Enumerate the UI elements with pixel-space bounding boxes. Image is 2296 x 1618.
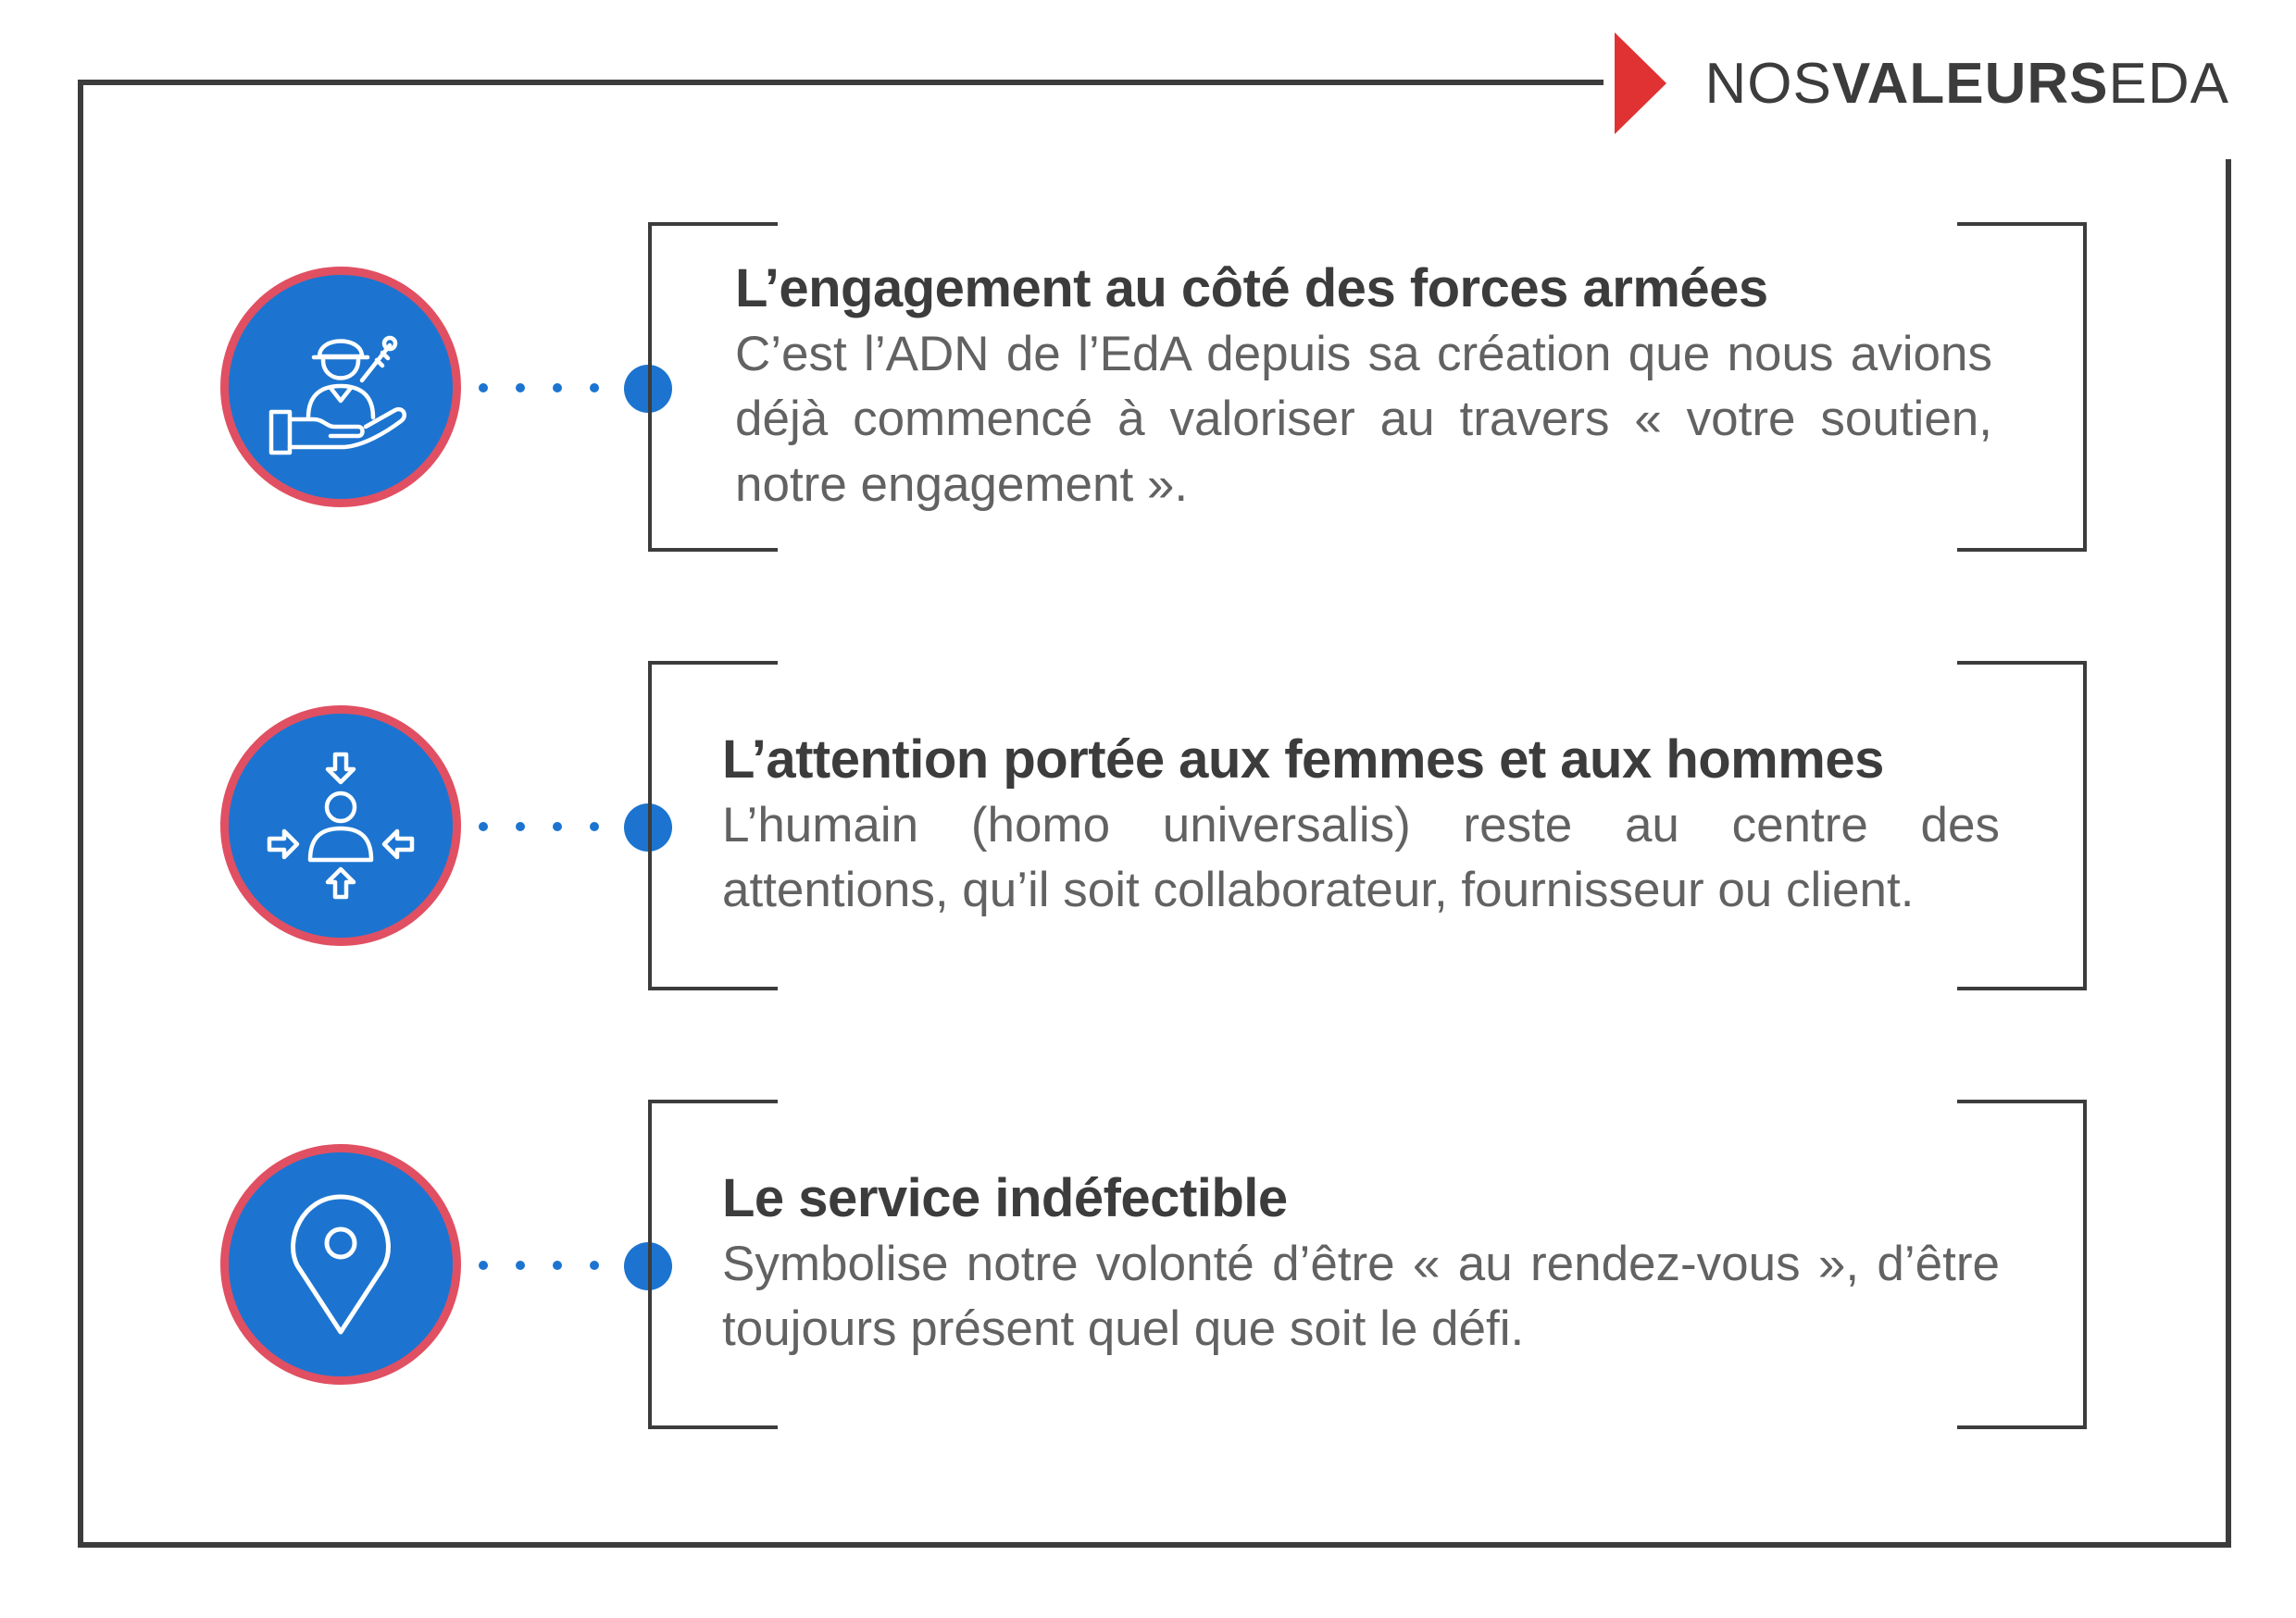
title-suffix: EDA <box>2108 51 2229 116</box>
value-text: Le service indéfectible Symbolise notre … <box>722 1100 2000 1429</box>
value-title: Le service indéfectible <box>722 1168 1288 1229</box>
bracket-left <box>648 661 778 990</box>
value-description: L’humain (homo universalis) reste au cen… <box>722 797 2000 918</box>
title-prefix: NOS <box>1704 51 1832 116</box>
value-item-service: Le service indéfectible Symbolise notre … <box>0 1100 2296 1429</box>
value-title: L’attention portée aux femmes et aux hom… <box>722 729 1884 790</box>
value-icon-circle <box>220 1144 461 1385</box>
bracket-right <box>1957 661 2087 990</box>
value-item-attention: L’attention portée aux femmes et aux hom… <box>0 661 2296 990</box>
bracket-left <box>648 1100 778 1429</box>
bracket-right <box>1957 222 2087 552</box>
chevron-right-icon <box>1614 32 1666 134</box>
value-description: C’est l’ADN de l’EdA depuis sa création … <box>735 326 1992 512</box>
value-text: L’attention portée aux femmes et aux hom… <box>722 661 2000 990</box>
value-item-engagement: L’engagement au côté des forces armées C… <box>0 222 2296 552</box>
frame-left <box>78 80 83 1548</box>
frame-bottom <box>78 1542 2231 1548</box>
value-text: L’engagement au côté des forces armées C… <box>735 222 1992 552</box>
frame-top <box>78 80 1603 85</box>
soldier-hand-icon <box>268 335 406 455</box>
bracket-right <box>1957 1100 2087 1429</box>
frame-right <box>2226 159 2231 1548</box>
value-icon-circle <box>220 267 461 507</box>
location-pin-icon <box>291 1194 391 1335</box>
connector-dots <box>479 1261 599 1270</box>
value-description: Symbolise notre volonté d’être « au rend… <box>722 1236 2000 1357</box>
value-title: L’engagement au côté des forces armées <box>735 257 1768 318</box>
person-focus-icon <box>267 752 415 900</box>
title-bold: VALEURS <box>1831 51 2109 116</box>
connector-dots <box>479 383 599 392</box>
value-icon-circle <box>220 705 461 946</box>
connector-dots <box>479 822 599 831</box>
bracket-left <box>648 222 778 552</box>
page-title: NOS VALEURS EDA <box>1613 28 2230 139</box>
